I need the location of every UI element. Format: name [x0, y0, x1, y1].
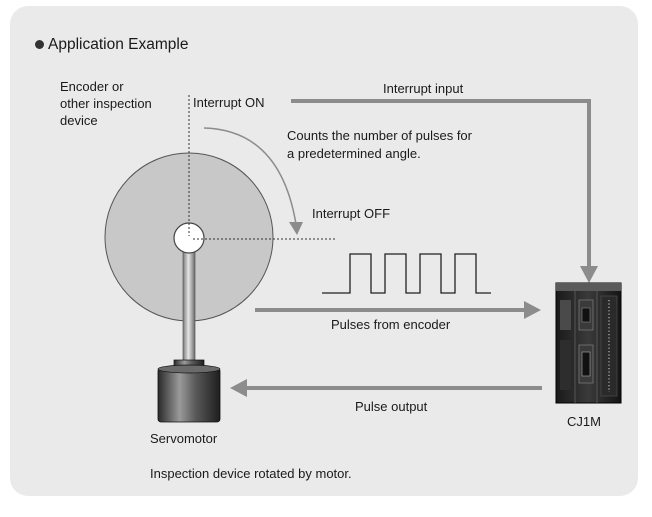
interrupt-input-arrow: [291, 99, 591, 268]
motor-shaft: [182, 237, 196, 367]
counts-description: Counts the number of pulses for a predet…: [287, 128, 472, 161]
servomotor-label: Servomotor: [150, 431, 218, 446]
caption: Inspection device rotated by motor.: [150, 466, 352, 481]
pulse-output-arrowhead: [230, 379, 247, 397]
page-title: Application Example: [48, 36, 189, 53]
rotation-arrowhead: [289, 222, 303, 235]
title-bullet-icon: [35, 40, 44, 49]
interrupt-on-label: Interrupt ON: [193, 95, 265, 110]
rotation-arc: [203, 127, 297, 225]
interrupt-off-label: Interrupt OFF: [312, 206, 391, 221]
servomotor: [157, 359, 221, 423]
pulses-from-encoder-label: Pulses from encoder: [331, 317, 451, 332]
pulse-output-label: Pulse output: [355, 399, 428, 414]
controller-label: CJ1M: [567, 414, 601, 429]
interrupt-input-arrowhead: [580, 266, 598, 283]
cj1m-controller: [555, 282, 622, 404]
interrupt-input-label: Interrupt input: [383, 81, 464, 96]
pulses-from-encoder-arrowhead: [524, 301, 541, 319]
pulse-train: [322, 253, 491, 294]
encoder-label: Encoder or other inspection device: [60, 79, 152, 128]
